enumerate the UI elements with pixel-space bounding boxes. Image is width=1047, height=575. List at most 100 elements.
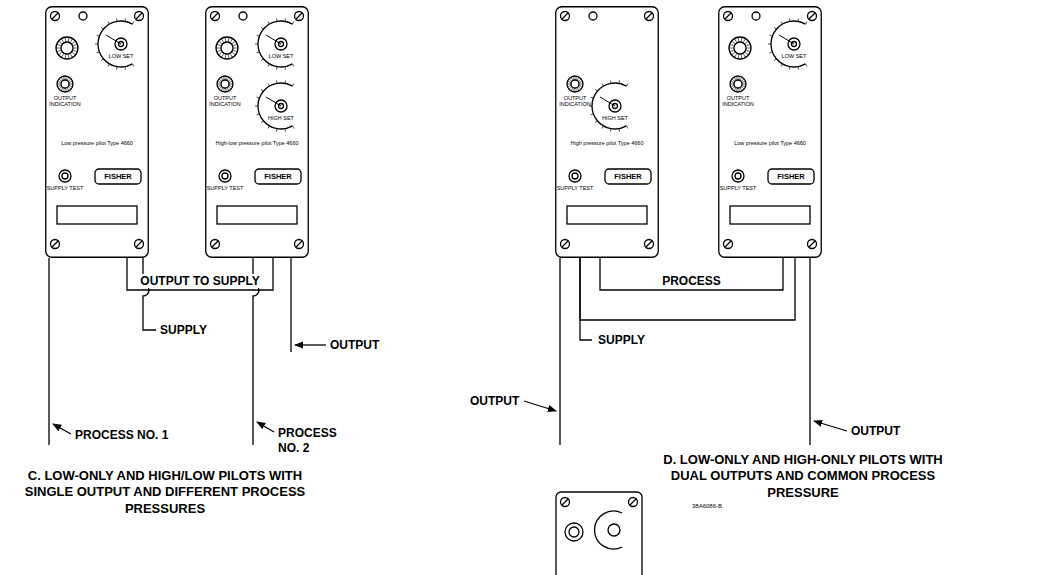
- output-indicator-tick: [217, 84, 221, 85]
- dial-tick: [797, 67, 799, 70]
- panel-label: High pressure pilot Type 4660: [558, 140, 656, 146]
- dial-tick: [101, 27, 103, 29]
- set-knob-tick: [217, 50, 222, 52]
- logo-plate: [255, 169, 301, 184]
- output-indicator-tick: [229, 84, 233, 85]
- dial-tick: [770, 35, 773, 36]
- dial-pointer: [266, 35, 281, 44]
- set-knob-tick: [225, 54, 227, 59]
- leader-line: [295, 344, 326, 345]
- set-knob-tick: [222, 38, 225, 42]
- set-knob-tick: [230, 38, 233, 42]
- set-knob-tick: [232, 41, 236, 44]
- output-indicator-tick: [217, 85, 221, 86]
- screw-slot: [52, 13, 58, 19]
- set-knob-tick: [738, 37, 740, 42]
- process-line: [48, 258, 49, 445]
- output-line: [559, 258, 560, 445]
- set-knob-tick: [730, 50, 735, 52]
- panel-label: OUTPUT INDICATION: [718, 95, 758, 108]
- output-indicator-tick: [742, 84, 746, 85]
- output-indicator-tick: [65, 76, 67, 80]
- dial-pointer: [779, 35, 794, 44]
- output-indicator-tick: [63, 76, 65, 80]
- output-indicator: [57, 76, 73, 92]
- port-label: OUTPUT: [470, 394, 519, 409]
- dial-tick: [591, 114, 594, 115]
- output-indicator-tick: [221, 87, 223, 90]
- dial-tick: [257, 97, 260, 98]
- set-knob: [216, 37, 238, 59]
- line-label: OUTPUT TO SUPPLY: [138, 274, 261, 288]
- set-knob-tick: [59, 41, 63, 44]
- output-indicator-tick: [229, 85, 233, 86]
- panel-label: OUTPUT INDICATION: [205, 95, 245, 108]
- output-indicator-tick: [59, 87, 62, 90]
- screw-slot: [296, 13, 302, 19]
- pilot-face: [45, 6, 149, 258]
- set-knob-tick: [62, 53, 65, 57]
- dial-tick: [293, 64, 295, 67]
- panel-label: Low pressure pilot Type 4660: [48, 140, 146, 146]
- set-knob-tick: [56, 48, 61, 49]
- screw-slot: [212, 13, 218, 19]
- dial-scale: [98, 21, 133, 67]
- dial-tick: [284, 80, 286, 83]
- set-knob: [734, 42, 746, 54]
- output-indicator-tick: [738, 76, 740, 80]
- dial-tick: [95, 44, 98, 45]
- set-knob-tick: [741, 54, 743, 59]
- panel-label: LOW SET: [101, 53, 141, 59]
- output-indicator-tick: [740, 77, 742, 80]
- supply-test-port: [735, 173, 741, 179]
- dial-tick: [268, 126, 270, 129]
- dial-tick: [108, 64, 110, 67]
- screw-head: [724, 240, 733, 249]
- output-indicator-tick: [221, 77, 223, 80]
- pilot-box: LOW SETOUTPUT INDICATIONHIGH SETHigh-low…: [205, 6, 309, 258]
- panel-label: SUPPLY TEST: [45, 185, 85, 191]
- output-indicator-tick: [223, 88, 225, 92]
- dial-pointer: [266, 97, 281, 106]
- dial-pointer: [600, 97, 615, 106]
- dial-tick: [789, 67, 791, 70]
- output-indicator-tick: [225, 88, 227, 92]
- set-knob-tick: [59, 52, 63, 55]
- output-indicator-tick: [68, 87, 71, 90]
- output-line: [290, 258, 291, 352]
- screw-head: [808, 240, 817, 249]
- screw-head: [135, 240, 144, 249]
- set-knob-tick: [233, 50, 238, 52]
- screw-slot: [646, 241, 652, 247]
- panel-label: Low pressure pilot Type 4660: [721, 140, 819, 146]
- output-indicator-tick: [569, 79, 572, 82]
- brand-name: FISHER: [605, 169, 651, 184]
- set-knob-tick: [732, 41, 736, 44]
- port-label: OUTPUT: [851, 424, 900, 439]
- dial-scale: [592, 83, 627, 129]
- screw-head: [211, 240, 220, 249]
- supply-test-port: [62, 173, 68, 179]
- dial-tick: [116, 18, 118, 21]
- dial-tick: [610, 80, 612, 83]
- output-indicator-tick: [228, 87, 231, 90]
- output-indicator-tick: [730, 85, 734, 86]
- panel-label: SUPPLY TEST: [555, 185, 595, 191]
- output-indicator: [567, 76, 583, 92]
- supply-line: [143, 258, 156, 330]
- output-indicator-tick: [69, 81, 73, 82]
- brand-name: FISHER: [95, 169, 141, 184]
- output-indicator-tick: [742, 85, 746, 86]
- output-indicator-tick: [578, 87, 581, 90]
- dial-tick: [133, 21, 135, 24]
- dial-tick: [261, 59, 263, 61]
- output-indicator-tick: [734, 77, 736, 80]
- dial-tick: [806, 21, 808, 24]
- dial-tick: [261, 121, 263, 123]
- port-label: PROCESS NO. 1: [75, 428, 168, 443]
- set-knob-tick: [73, 48, 78, 49]
- dial-tick: [618, 80, 620, 83]
- pressure-line: [580, 258, 795, 320]
- output-indicator-tick: [567, 81, 571, 82]
